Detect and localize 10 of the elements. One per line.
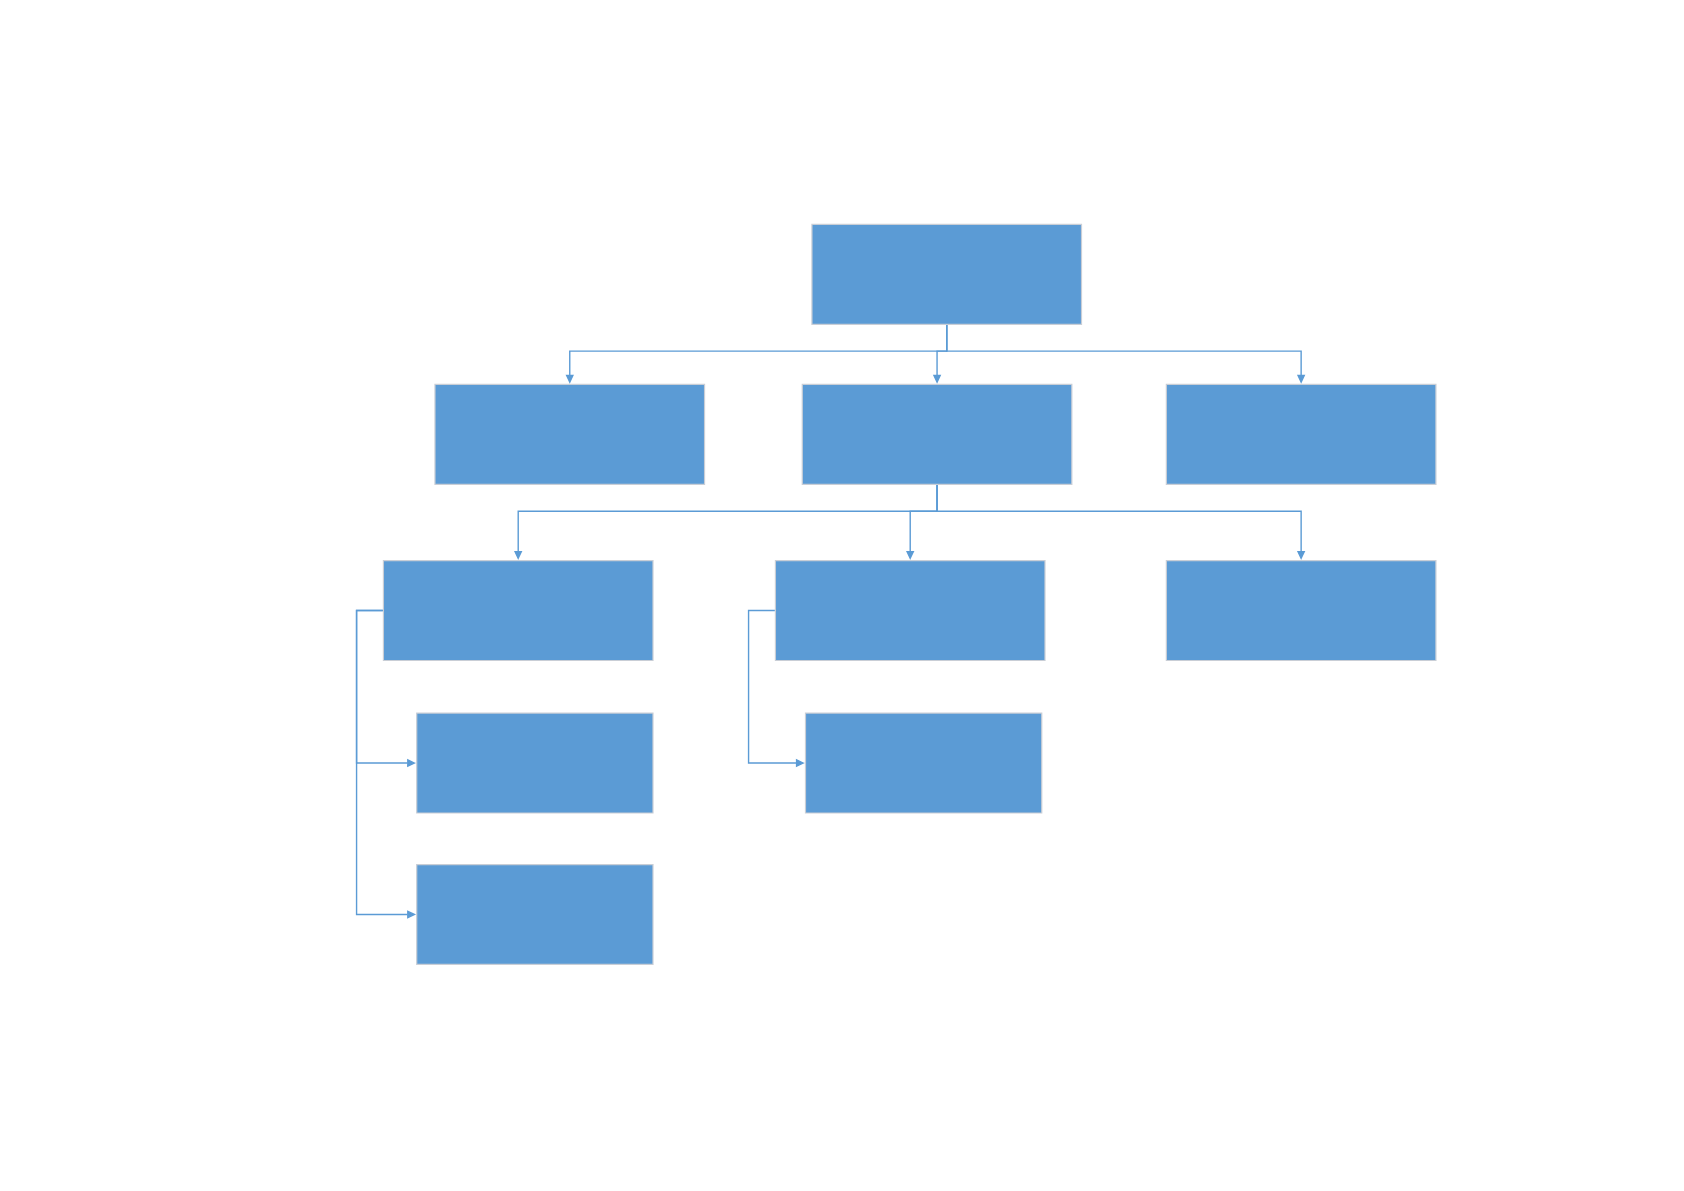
process-box <box>774 560 1046 662</box>
process-box <box>434 383 706 485</box>
process-box <box>811 223 1083 325</box>
process-box <box>801 383 1073 485</box>
process-box <box>1165 560 1437 662</box>
process-box <box>382 560 654 662</box>
process-box <box>804 712 1043 814</box>
process-box <box>416 863 654 965</box>
process-box <box>1165 383 1437 485</box>
process-box <box>416 712 654 814</box>
